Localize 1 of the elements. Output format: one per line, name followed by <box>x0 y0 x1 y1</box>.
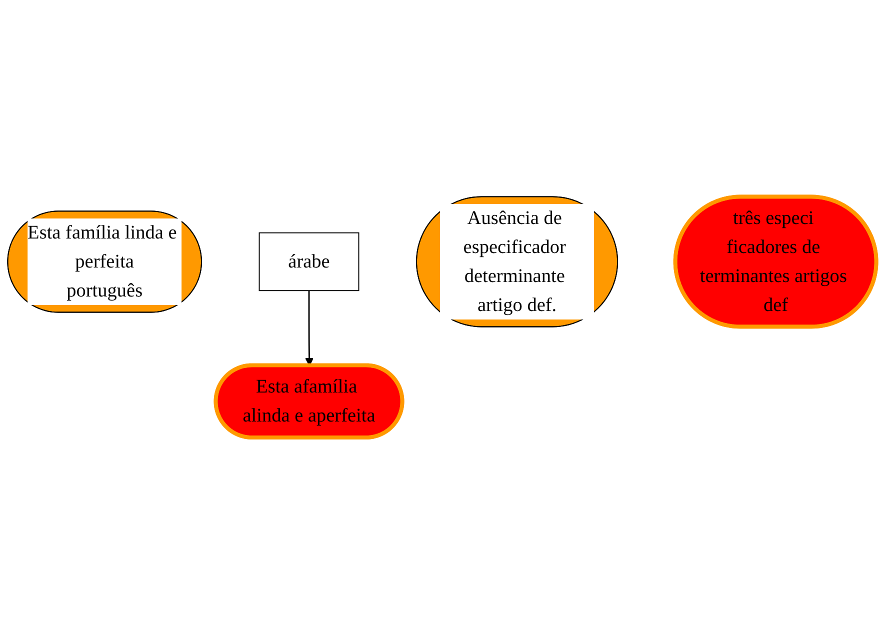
node-box: árabe <box>258 232 360 291</box>
